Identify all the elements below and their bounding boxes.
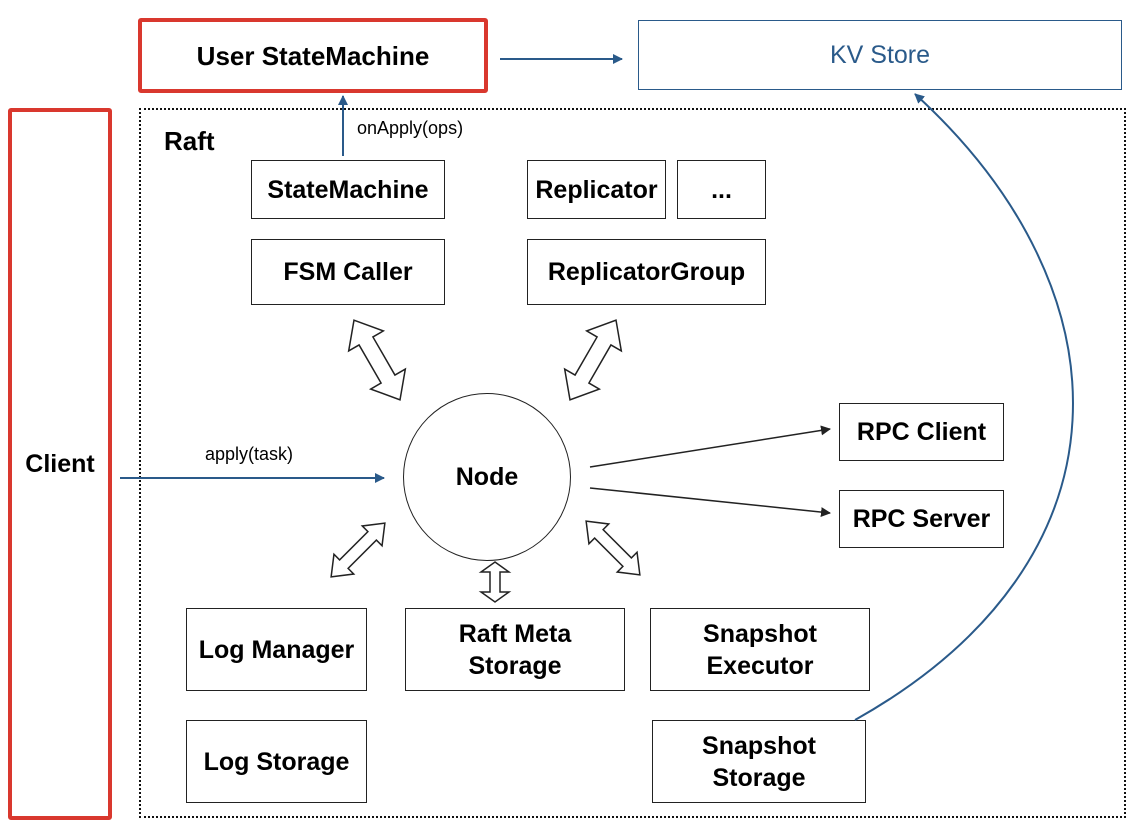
state-machine-box: StateMachine	[251, 160, 445, 219]
raft-meta-storage-box: Raft Meta Storage	[405, 608, 625, 691]
replicator-group-box: ReplicatorGroup	[527, 239, 766, 305]
fsm-node-double-arrow	[347, 319, 407, 401]
replicator-box: Replicator	[527, 160, 666, 219]
snapshot-to-kv-arrow	[854, 93, 1074, 721]
rpc-client-box: RPC Client	[839, 403, 1004, 461]
node-circle: Node	[403, 393, 571, 561]
fsm-caller-box: FSM Caller	[251, 239, 445, 305]
ellipsis-box: ...	[677, 160, 766, 219]
meta-storage-node-double-arrow	[478, 561, 512, 603]
node-to-rpc-client-arrow	[589, 425, 831, 468]
log-manager-box: Log Manager	[186, 608, 367, 691]
log-storage-box: Log Storage	[186, 720, 367, 803]
snapshot-executor-node-double-arrow	[585, 520, 641, 576]
client-box: Client	[8, 108, 112, 820]
replicator-node-double-arrow	[563, 319, 623, 401]
rpc-server-box: RPC Server	[839, 490, 1004, 548]
snapshot-storage-box: Snapshot Storage	[652, 720, 866, 803]
raft-title: Raft	[164, 126, 215, 156]
log-manager-node-double-arrow	[330, 522, 386, 578]
raft-frame	[139, 108, 1126, 818]
node-to-rpc-server-arrow	[589, 487, 831, 518]
apply-task-label: apply(task)	[205, 444, 294, 464]
kv-store-box: KV Store	[638, 20, 1122, 90]
on-apply-label: onApply(ops)	[357, 118, 464, 138]
snapshot-executor-box: Snapshot Executor	[650, 608, 870, 691]
user-state-machine-box: User StateMachine	[138, 18, 488, 93]
